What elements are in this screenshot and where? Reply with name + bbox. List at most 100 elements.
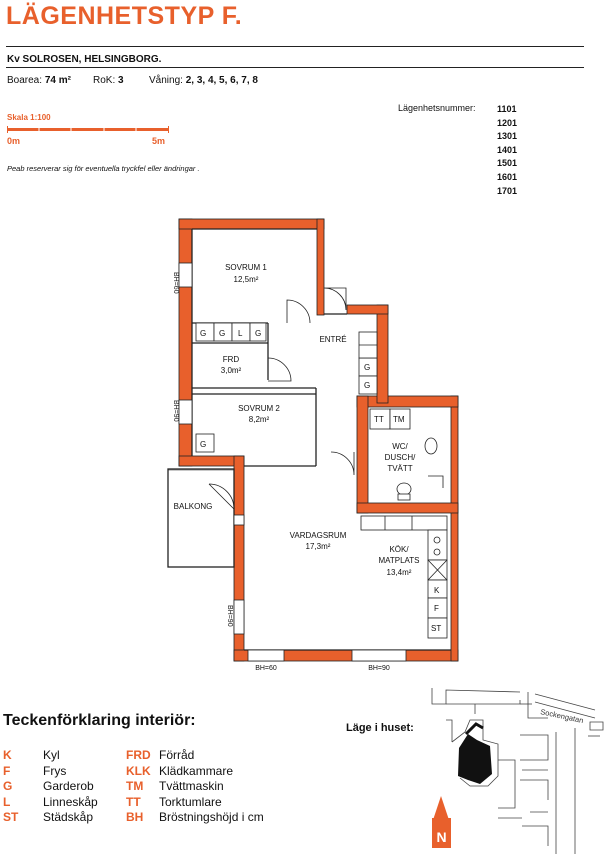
boarea-label: Boarea: bbox=[7, 75, 43, 86]
windows bbox=[178, 262, 407, 662]
vaning-value: 2, 3, 4, 5, 6, 7, 8 bbox=[185, 75, 258, 86]
room-name-entre: ENTRÉ bbox=[319, 335, 346, 344]
fixture-label: G bbox=[364, 363, 370, 372]
fixture-label: G bbox=[255, 329, 261, 338]
room-name-wc: TVÄTT bbox=[387, 464, 412, 473]
room-name-kok: KÖK/ bbox=[389, 545, 409, 554]
legend-code: L bbox=[3, 794, 11, 809]
room-area-frd: 3,0m² bbox=[221, 366, 242, 375]
legend-row: G Garderob TM Tvättmaskin bbox=[3, 779, 264, 795]
room-name-kok: MATPLATS bbox=[378, 556, 419, 565]
legend-text: Städskåp bbox=[43, 810, 94, 824]
scale-bar bbox=[7, 126, 169, 133]
window-bh-label: BH=60 bbox=[172, 272, 179, 294]
legend-row: F Frys KLK Klädkammare bbox=[3, 764, 264, 780]
legend-row: L Linneskåp TT Torktumlare bbox=[3, 795, 264, 811]
legend-text: Torktumlare bbox=[159, 794, 222, 809]
room-area-sovrum1: 12,5m² bbox=[234, 275, 259, 284]
legend-code: F bbox=[3, 763, 11, 778]
disclaimer: Peab reserverar sig för eventuella tryck… bbox=[7, 164, 200, 173]
room-area-vardagsrum: 17,3m² bbox=[306, 542, 331, 551]
apartment-number: 1201 bbox=[497, 117, 518, 128]
fixture-label: TM bbox=[393, 415, 405, 424]
kitchen-units bbox=[360, 515, 448, 639]
entry-closet bbox=[358, 331, 378, 359]
wc-fixtures bbox=[396, 437, 444, 501]
legend-code: ST bbox=[3, 810, 19, 824]
legend-title: Teckenförklaring interiör: bbox=[3, 712, 196, 729]
fixture-label: G bbox=[219, 329, 225, 338]
rok-value: 3 bbox=[118, 75, 124, 86]
apartment-number: 1701 bbox=[497, 185, 518, 196]
legend-code: K bbox=[3, 748, 12, 762]
legend-text: Förråd bbox=[159, 748, 195, 762]
doors bbox=[208, 287, 355, 510]
legend-text: Frys bbox=[43, 763, 67, 778]
vaning-fact: Våning: 2, 3, 4, 5, 6, 7, 8 bbox=[149, 75, 258, 86]
fixture-label: F bbox=[434, 604, 439, 613]
room-name-balkong: BALKONG bbox=[174, 502, 213, 511]
room-name-wc: WC/ bbox=[392, 442, 408, 451]
room-name-sovrum2: SOVRUM 2 bbox=[238, 404, 280, 413]
fixture-label: K bbox=[434, 586, 440, 595]
legend-row: ST Städskåp BH Bröstningshöjd i cm bbox=[3, 810, 264, 826]
rok-fact: RoK: 3 bbox=[93, 75, 124, 86]
north-arrow-icon: N bbox=[432, 796, 451, 848]
vaning-label: Våning: bbox=[149, 75, 183, 86]
apartment-number: 1501 bbox=[497, 158, 518, 169]
legend-code: BH bbox=[126, 810, 144, 824]
apartment-number: 1601 bbox=[497, 171, 518, 182]
window-bh-label: BH=60 bbox=[255, 665, 277, 672]
legend-text: Tvättmaskin bbox=[159, 779, 224, 793]
window-bh-label: BH=90 bbox=[368, 665, 390, 672]
north-label: N bbox=[436, 829, 446, 845]
boarea-fact: Boarea: 74 m² bbox=[7, 75, 71, 86]
apartment-number: 1401 bbox=[497, 144, 518, 155]
scale-end: 5m bbox=[152, 136, 166, 146]
room-name-sovrum1: SOVRUM 1 bbox=[225, 263, 267, 272]
window-bh-label: BH=90 bbox=[172, 400, 179, 422]
room-name-frd: FRD bbox=[223, 355, 240, 364]
location-label: Läge i huset: bbox=[346, 722, 414, 734]
fixture-label: ST bbox=[431, 624, 441, 633]
room-area-sovrum2: 8,2m² bbox=[249, 415, 270, 424]
legend-code: FRD bbox=[126, 748, 151, 762]
fixture-label: G bbox=[200, 440, 206, 449]
legend-row: K Kyl FRD Förråd bbox=[3, 748, 264, 764]
legend-code: KLK bbox=[126, 763, 151, 778]
room-name-vardagsrum: VARDAGSRUM bbox=[290, 531, 347, 540]
apartment-number-list: 1101 1201 1301 1401 1501 1601 1701 bbox=[497, 103, 517, 198]
floor-plan: G G L G G G G TT TM K F ST SOVRUM 1 12,5… bbox=[167, 218, 459, 672]
fixture-label: G bbox=[364, 381, 370, 390]
building-footprint bbox=[458, 722, 492, 784]
fixture-label: L bbox=[238, 329, 243, 338]
legend-text: Bröstningshöjd i cm bbox=[159, 810, 264, 824]
legend-text: Linneskåp bbox=[43, 794, 98, 809]
site-plan: Sockengatan N bbox=[431, 688, 604, 854]
scale-start: 0m bbox=[7, 136, 21, 146]
scale-label: Skala 1:100 bbox=[7, 113, 51, 122]
room-area-kok: 13,4m² bbox=[387, 568, 412, 577]
legend-code: TM bbox=[126, 779, 144, 793]
legend-code: TT bbox=[126, 794, 141, 809]
legend-text: Klädkammare bbox=[159, 763, 234, 778]
legend-text: Garderob bbox=[43, 779, 94, 793]
street-label: Sockengatan bbox=[540, 707, 585, 725]
apartment-number: 1301 bbox=[497, 131, 518, 142]
exterior-walls bbox=[178, 218, 459, 662]
page-title: LÄGENHETSTYP F. bbox=[6, 2, 243, 30]
legend-text: Kyl bbox=[43, 748, 60, 762]
balcony bbox=[167, 468, 235, 568]
rok-label: RoK: bbox=[93, 75, 116, 86]
fixture-label: G bbox=[200, 329, 206, 338]
legend-code: G bbox=[3, 779, 13, 793]
window-bh-label: BH=90 bbox=[226, 605, 233, 627]
apartment-number: 1101 bbox=[497, 104, 517, 114]
divider bbox=[6, 67, 584, 68]
project-subtitle: Kv SOLROSEN, HELSINGBORG. bbox=[7, 54, 162, 65]
apartment-number-label: Lägenhetsnummer: bbox=[398, 103, 476, 113]
divider bbox=[6, 46, 584, 47]
wardrobes bbox=[195, 322, 411, 453]
legend: K Kyl FRD Förråd F Frys KLK Klädkammare … bbox=[3, 748, 264, 826]
room-name-wc: DUSCH/ bbox=[385, 453, 416, 462]
